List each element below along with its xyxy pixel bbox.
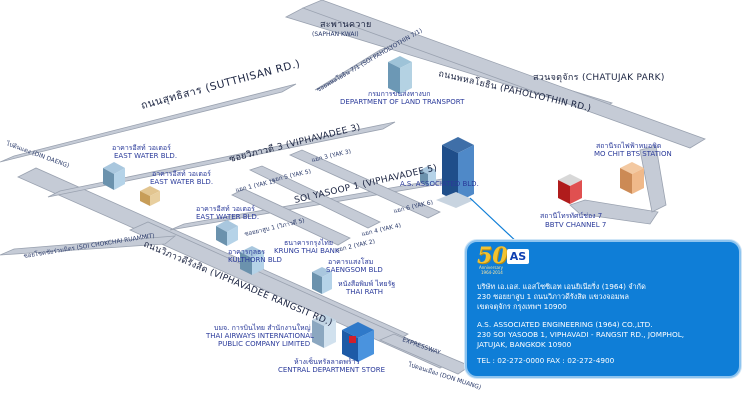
label-dlt-th: กรมการขนส่งทางบก: [368, 90, 430, 98]
address-th-1: 230 ซอยยาสูบ 1 ถนนวิภาวดีรังสิต แขวงจอมพ…: [477, 292, 629, 301]
road-yak-connector-1: [248, 165, 381, 229]
building-krungthai: [240, 246, 264, 275]
label-ewb3-en: EAST WATER BLD.: [196, 213, 259, 221]
label-ewb2-th: อาคารอีสท์ วอเตอร์: [152, 170, 211, 178]
label-central-th: ห้างเซ็นทรัลลาดพร้าว: [294, 357, 360, 366]
logo-as-badge: AS: [507, 249, 529, 264]
label-kulthorn-th: อาคารกุลธร: [228, 248, 265, 256]
address-en-1: 230 SOI YASOOB 1, VIPHAVADI - RANGSIT RD…: [477, 330, 685, 339]
buildings: [103, 56, 644, 362]
label-thairath-en: THAI RATH: [345, 288, 383, 296]
label-as-bldg: A.S. ASSOCIATED BLD.: [400, 180, 479, 188]
company-name-th: บริษัท เอ.เอส. แอสโซซิเอท เอนยิเนียริ่ง …: [477, 282, 646, 291]
road-yak-connector-3: [231, 188, 351, 246]
label-bbtv-th: สถานีโทรทัศน์ช่อง 7: [540, 211, 602, 220]
label-yak-1: แยก 1 (YAK 1): [235, 178, 276, 194]
label-central-en: CENTRAL DEPARTMENT STORE: [278, 366, 385, 374]
label-krungthai-en: KRUNG THAI BANK: [274, 247, 340, 255]
label-saengsom-en: SAENGSOM BLD: [326, 266, 383, 274]
road-phahonyothin: [301, 0, 706, 149]
label-soi-vibhavadee-3: ซอยวิภาวดี 3 (VIPHAVADEE 3): [228, 122, 362, 165]
building-central: [342, 322, 374, 362]
building-thai-airways: [312, 314, 336, 348]
label-ewb1-th: อาคารอีสท์ วอเตอร์: [112, 144, 171, 152]
label-krungthai-th: ธนาคารกรุงไทย: [284, 238, 333, 247]
road-chokchai: [0, 235, 177, 256]
label-ewb3-th: อาคารอีสท์ วอเตอร์: [196, 205, 255, 213]
callout-line: [469, 197, 521, 246]
road-network: [0, 0, 706, 375]
label-mochit-th: สถานีรถไฟฟ้าหมอชิต: [596, 141, 662, 150]
label-saphan-kwai: สะพานควาย: [320, 20, 372, 30]
address-th-2: เขตจตุจักร กรุงเทพฯ 10900: [477, 302, 567, 311]
label-ewb1-en: EAST WATER BLD.: [114, 152, 177, 160]
label-thai-airways-en1: THAI AIRWAYS INTERNATIONAL: [205, 332, 314, 340]
label-mochit-en: MO CHIT BTS STATION: [594, 150, 672, 158]
building-east-water-2: [140, 186, 160, 206]
label-thai-airways-th: บมจ. การบินไทย สำนักงานใหญ่: [214, 323, 311, 332]
building-small-dlt: [420, 166, 436, 186]
road-soi-phahon-7-1: [314, 44, 393, 91]
label-thairath-th: หนังสือพิมพ์ ไทยรัฐ: [338, 279, 395, 288]
road-soi-vibhavadee-3: [47, 121, 396, 198]
label-saengsom-th: อาคารแสงโสม: [328, 257, 373, 266]
building-mochit: [620, 162, 644, 194]
logo-year: 1964-2014: [481, 270, 503, 275]
building-east-water-3: [216, 220, 238, 246]
label-dlt-en: DEPARTMENT OF LAND TRANSPORT: [340, 98, 465, 106]
road-yak-connector-2: [289, 149, 441, 219]
label-ewb2-en: EAST WATER BLD.: [150, 178, 213, 186]
label-din-daeng: ไปดินแดง (DIN DAENG): [4, 139, 70, 170]
building-bbtv: [558, 174, 582, 204]
label-chatujak: สวนจตุจักร (CHATUJAK PARK): [533, 73, 665, 83]
building-as-associated: [436, 137, 474, 208]
company-name-en: A.S. ASSOCIATED ENGINEERING (1964) CO.,L…: [477, 320, 653, 329]
building-saengsom: [312, 267, 332, 294]
road-mochit: [639, 145, 667, 213]
road-din-daeng: [0, 83, 297, 163]
road-chatujak-loop: [569, 199, 659, 225]
logo-number: 50: [477, 243, 508, 269]
label-thai-airways-en2: PUBLIC COMPANY LIMITED: [218, 340, 310, 348]
logo-subtitle: Anniversary: [479, 265, 503, 270]
contact-line: TEL : 02-272-0000 FAX : 02-272-4900: [477, 356, 615, 365]
label-yak-3: แยก 3 (YAK 3): [311, 148, 352, 164]
anniversary-logo: 50 AS Anniversary 1964-2014: [477, 243, 532, 275]
label-bbtv-en: BBTV CHANNEL 7: [545, 221, 606, 229]
company-info-box: 50 AS Anniversary 1964-2014 บริษัท เอ.เอ…: [465, 240, 741, 378]
label-saphan-kwai-en: (SAPHAN KWAI): [312, 31, 359, 38]
building-dlt: [388, 56, 412, 94]
address-en-2: JATUJAK, BANGKOK 10900: [477, 340, 572, 349]
building-east-water-1: [103, 162, 125, 190]
label-kulthorn-en: KULTHORN BLD: [228, 256, 282, 264]
